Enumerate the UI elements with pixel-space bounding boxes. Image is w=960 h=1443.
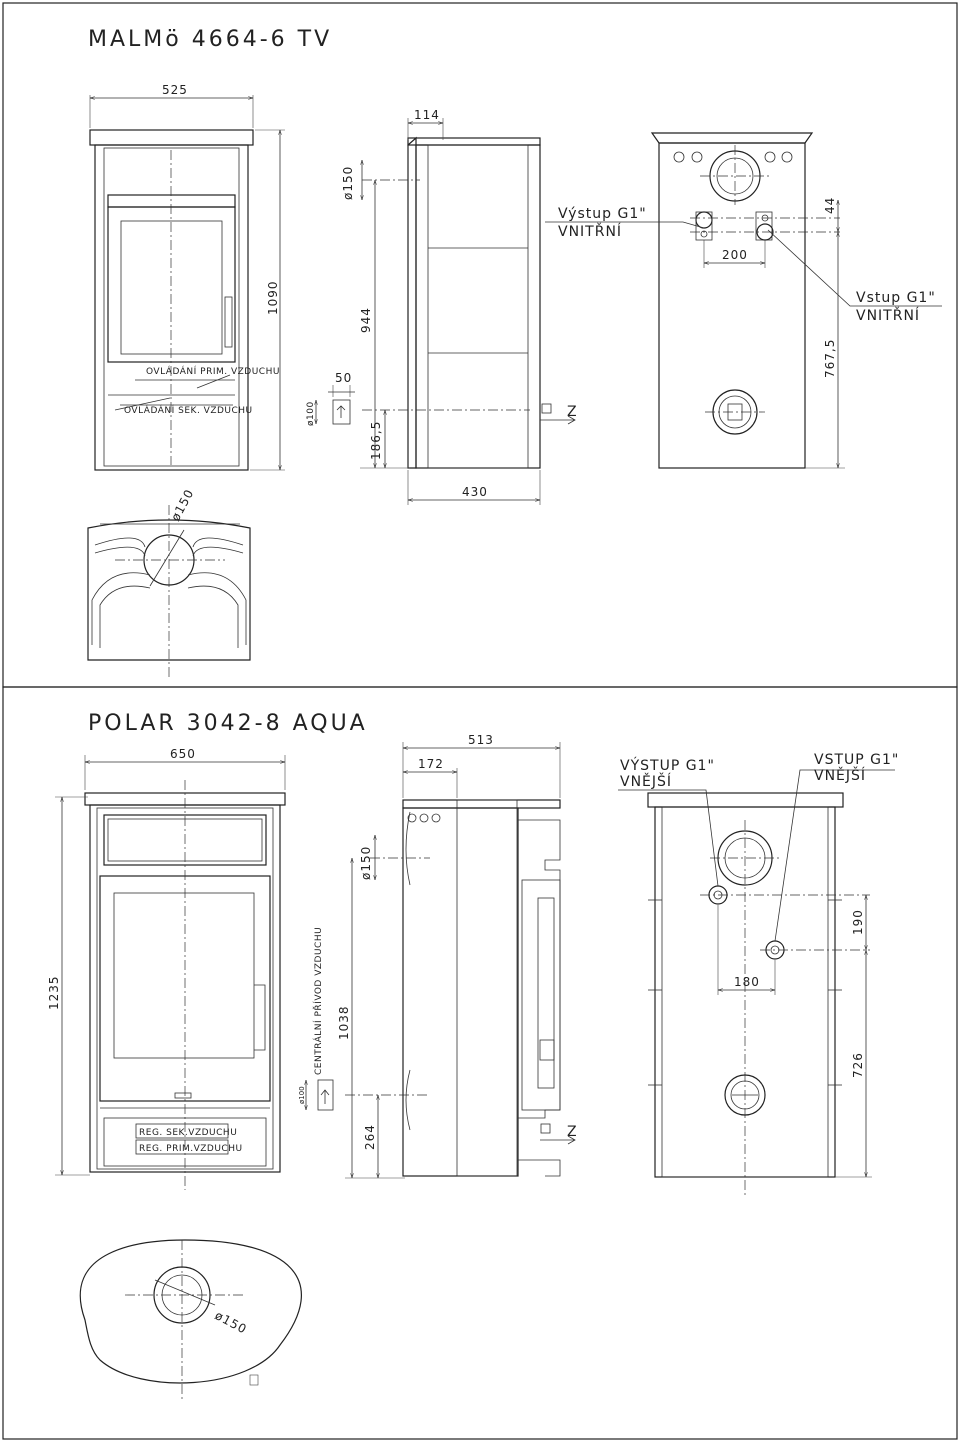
top-outlet-label: Výstup G1" [558, 206, 647, 222]
top-rear-inlet-height-dim: 767,5 [823, 339, 837, 378]
top-panel-frame [2, 2, 958, 688]
bottom-depth-dim: 513 [468, 733, 494, 747]
bottom-direction-label: Z [567, 1124, 578, 1140]
top-secondary-air-label: OVLÁDÁNÍ SEK. VZDUCHU [124, 404, 253, 416]
top-flue-height-dim: 944 [359, 307, 373, 333]
bottom-rear-view: 180 190 726 VÝSTUP G1" VNĚJŠÍ VSTUP G1" … [618, 752, 899, 1195]
bottom-side-view: ø100 CENTRÁLNÍ PŘÍVOD VZDUCHU ø150 1038 … [298, 733, 578, 1179]
top-front-view: OVLÁDÁNÍ PRIM. VZDUCHU OVLÁDÁNÍ SEK. VZD… [89, 83, 285, 471]
top-rear-offset-dim: 44 [823, 197, 837, 214]
bottom-inlet-height-dim: 264 [363, 1124, 377, 1150]
bottom-front-view: REG. SEK.VZDUCHU REG. PRIM.VZDUCHU 650 1… [47, 747, 286, 1190]
bottom-outlet-sub-label: VNĚJŠÍ [620, 772, 672, 790]
bottom-plan-view: ø150 [79, 1239, 302, 1400]
bottom-plan-flue-diameter-dim: ø150 [213, 1308, 250, 1336]
top-primary-air-label: OVLÁDÁNÍ PRIM. VZDUCHU [146, 365, 280, 377]
bottom-inlet-label: VSTUP G1" [814, 752, 899, 768]
bottom-primary-air-label: REG. PRIM.VZDUCHU [139, 1144, 243, 1154]
bottom-width-dim: 650 [170, 747, 196, 761]
bottom-inlet-sub-label: VNĚJŠÍ [814, 766, 866, 784]
top-inlet-label: Vstup G1" [856, 290, 936, 306]
top-outlet-sub-label: VNITŘNÍ [558, 223, 622, 240]
top-plan-view: ø150 [87, 487, 251, 680]
top-direction-label: Z [567, 404, 578, 420]
top-inlet-width-dim: 50 [335, 371, 352, 385]
bottom-rear-offset-dim: 190 [851, 909, 865, 935]
top-width-dim: 525 [162, 83, 188, 97]
top-rear-view: 200 44 767,5 Výstup G1" VNITŘNÍ Vstup G1… [545, 132, 942, 469]
top-height-dim: 1090 [266, 280, 280, 315]
top-plan-flue-diameter-dim: ø150 [168, 487, 196, 524]
top-offset-dim: 114 [414, 108, 440, 122]
bottom-height-dim: 1235 [47, 975, 61, 1010]
top-model-title: MALMö 4664-6 TV [88, 27, 332, 52]
bottom-offset-dim: 172 [418, 757, 444, 771]
bottom-rear-spacing-dim: 180 [734, 975, 760, 989]
top-flue-diameter-dim: ø150 [341, 166, 355, 200]
top-inlet-sub-label: VNITŘNÍ [856, 307, 920, 324]
bottom-flue-diameter-dim: ø150 [359, 846, 373, 880]
top-rear-spacing-dim: 200 [722, 248, 748, 262]
bottom-panel-frame [2, 686, 958, 1440]
top-inlet-diameter-dim: ø100 [306, 401, 316, 426]
bottom-central-air-label: CENTRÁLNÍ PŘÍVOD VZDUCHU [312, 927, 324, 1075]
top-depth-dim: 430 [462, 485, 488, 499]
bottom-outlet-label: VÝSTUP G1" [620, 757, 715, 774]
bottom-flue-height-dim: 1038 [337, 1005, 351, 1040]
bottom-model-title: POLAR 3042-8 AQUA [88, 711, 368, 736]
top-inlet-height-dim: 186,5 [369, 421, 383, 460]
top-side-view: 50 ø100 ø150 944 186,5 430 114 Z [306, 108, 578, 505]
bottom-inlet-diameter-dim: ø100 [298, 1086, 306, 1104]
bottom-secondary-air-label: REG. SEK.VZDUCHU [139, 1128, 237, 1138]
bottom-rear-inlet-height-dim: 726 [851, 1052, 865, 1078]
